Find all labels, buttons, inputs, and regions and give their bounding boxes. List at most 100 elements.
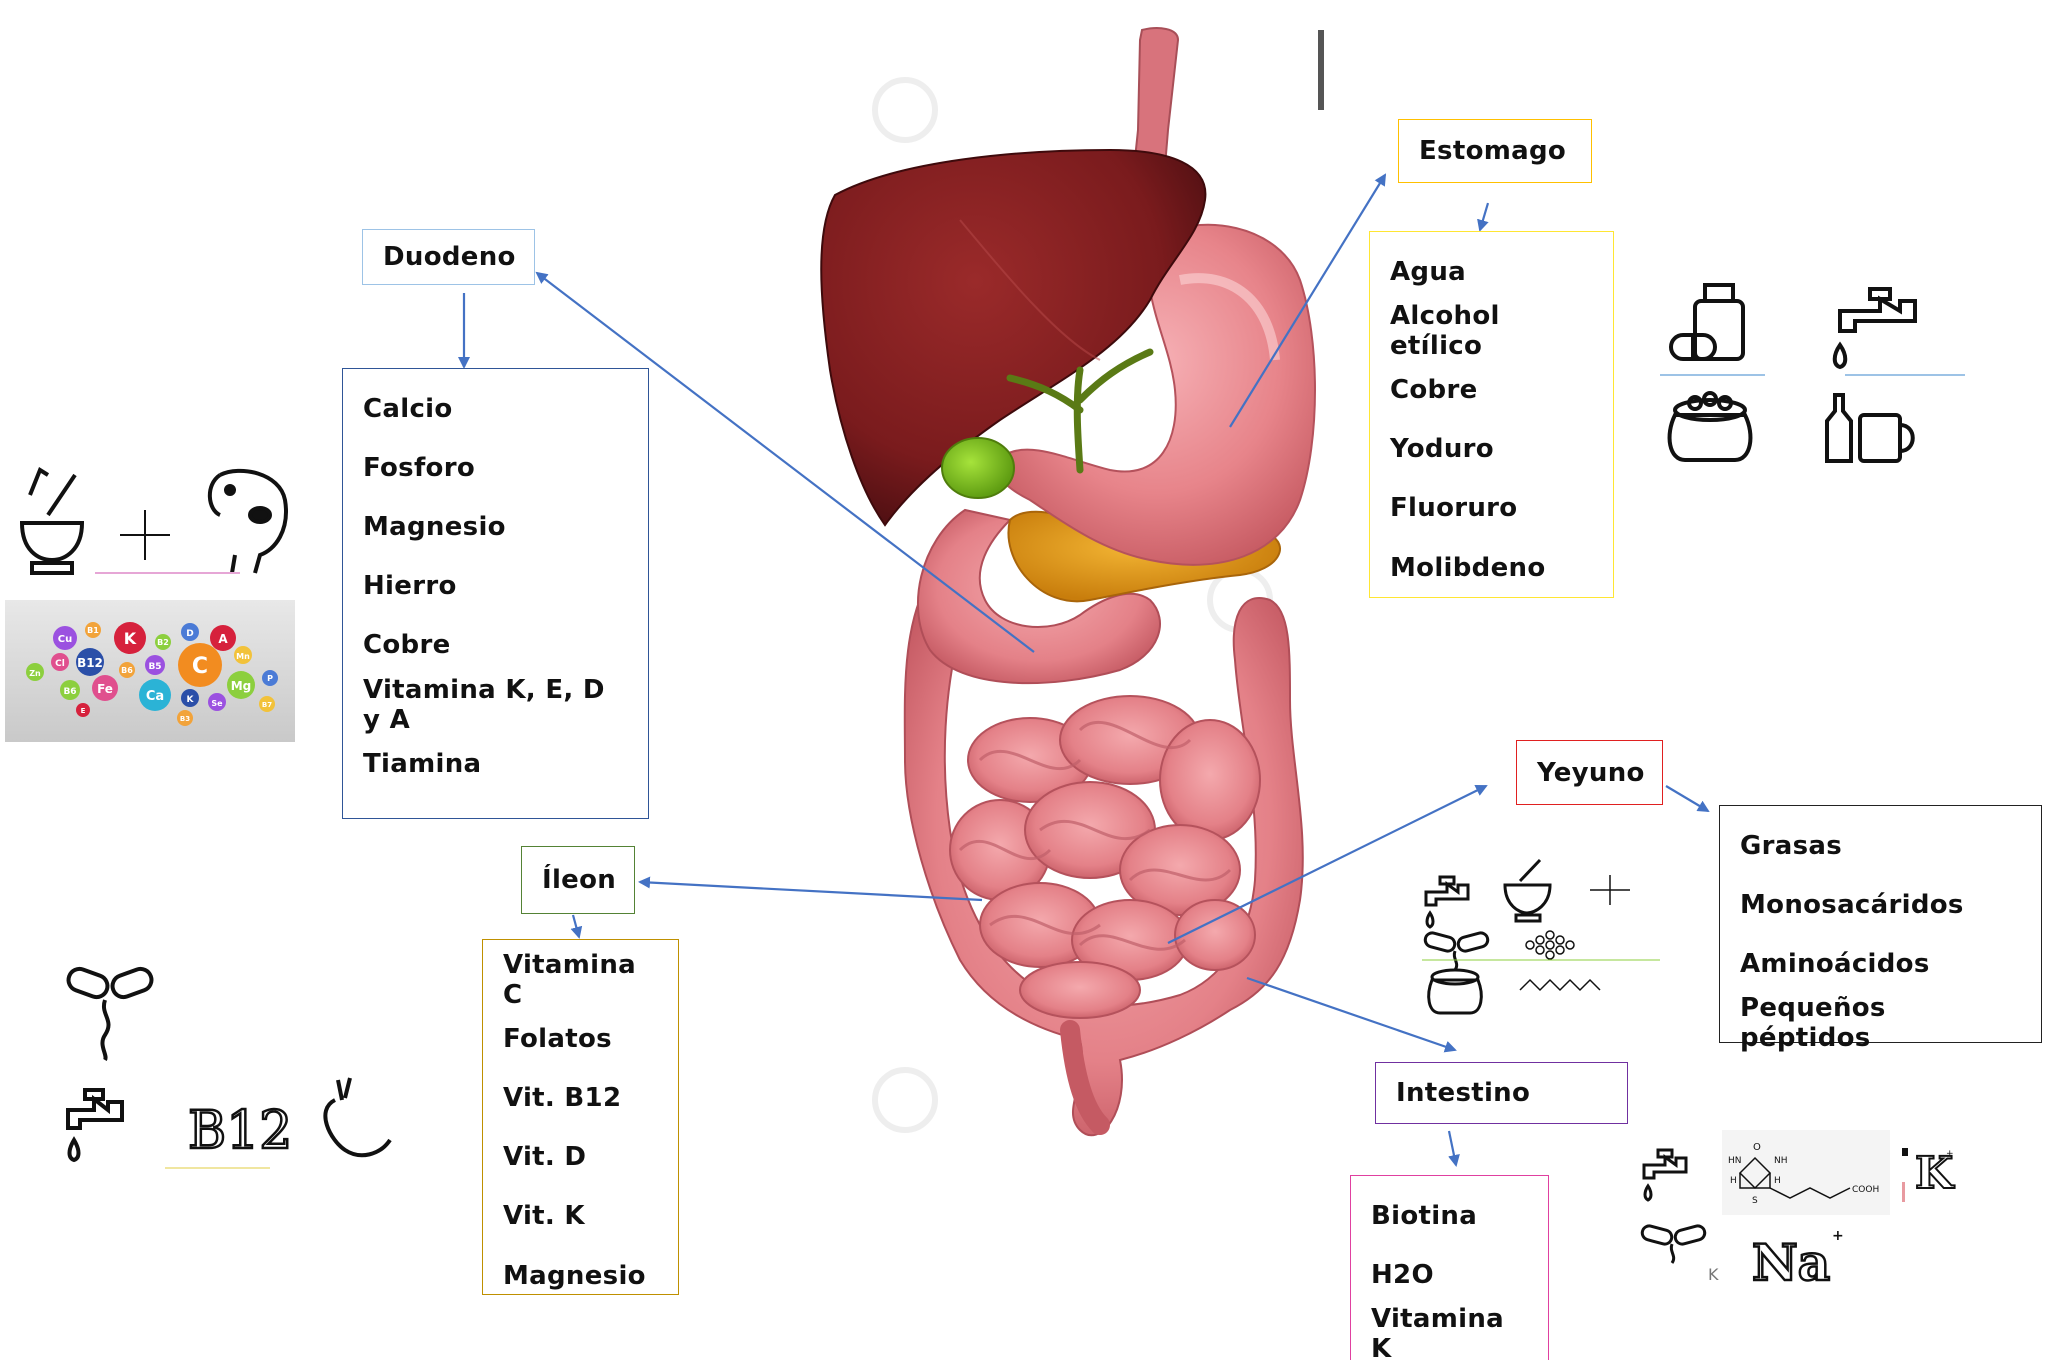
- yeyuno-item: Pequeños péptidos: [1740, 994, 2021, 1053]
- svg-text:Zn: Zn: [29, 669, 41, 678]
- faucet-icon: [1426, 877, 1468, 927]
- fatty-acid-chain-icon: [1520, 980, 1600, 990]
- intestino-label: Intestino: [1375, 1062, 1628, 1124]
- yeyuno-item: Monosacáridos: [1740, 875, 2021, 934]
- mortar-icon: [22, 470, 82, 573]
- biotin-h1-label: H: [1730, 1176, 1737, 1186]
- svg-text:Fe: Fe: [97, 682, 113, 696]
- molecule-icon: [120, 510, 170, 560]
- ileon-item: Vitamina C: [503, 950, 658, 1009]
- ileon-icons: B12: [60, 960, 420, 1175]
- sack-icon: [1429, 970, 1482, 1013]
- svg-text:Ca: Ca: [146, 689, 164, 704]
- biotin-nh-label: NH: [1774, 1156, 1788, 1166]
- duodeno-item: Fosforo: [363, 438, 628, 497]
- biotin-s-label: S: [1752, 1196, 1758, 1206]
- duodeno-item: Vitamina K, E, D y A: [363, 675, 628, 734]
- estomago-item: Molibdeno: [1390, 538, 1593, 597]
- svg-text:B6: B6: [121, 666, 133, 675]
- yeyuno-label: Yeyuno: [1516, 740, 1663, 805]
- mortar-icon: [1505, 860, 1550, 921]
- svg-text:B7: B7: [262, 701, 272, 709]
- estomago-item: Fluoruro: [1390, 479, 1593, 538]
- svg-text:B1: B1: [87, 626, 99, 635]
- arrow-ileon-list: [573, 915, 579, 937]
- svg-text:Cl: Cl: [55, 659, 65, 669]
- ileon-item: Magnesio: [503, 1246, 658, 1305]
- vitamins-panel: Cu B1 K B2 D A Cl B12 B5 C Mn Zn Fe B6 M…: [5, 600, 295, 742]
- faucet-icon: [1835, 289, 1915, 367]
- ileon-list: Vitamina C Folatos Vit. B12 Vit. D Vit. …: [482, 939, 679, 1295]
- open-capsule-icon: [1424, 931, 1490, 970]
- open-capsule-icon: [65, 966, 154, 1060]
- svg-text:C: C: [192, 654, 208, 679]
- svg-text:A: A: [218, 632, 228, 646]
- duodeno-list: Calcio Fosforo Magnesio Hierro Cobre Vit…: [342, 368, 649, 819]
- b12-icon: B12: [188, 1101, 292, 1161]
- duodeno-item: Calcio: [363, 379, 628, 438]
- svg-text:B6: B6: [63, 687, 76, 697]
- arrow-estomago-list: [1480, 203, 1488, 230]
- potassium-small-label: K: [1708, 1265, 1719, 1284]
- biotin-cooh-label: COOH: [1852, 1185, 1879, 1195]
- biotin-structure-icon: [1722, 1130, 1890, 1215]
- arrow-yeyuno-list: [1666, 786, 1708, 811]
- sodium-icon: Na +: [1752, 1228, 1844, 1288]
- duodeno-item: Magnesio: [363, 497, 628, 556]
- svg-text:D: D: [186, 629, 193, 639]
- biotin-hn-label: HN: [1728, 1156, 1742, 1166]
- ileon-item: Folatos: [503, 1009, 658, 1068]
- bottle-mug-icon: [1827, 395, 1913, 461]
- pill-bottle-icon: [1671, 285, 1743, 359]
- svg-text:Mg: Mg: [231, 679, 252, 693]
- svg-text:B5: B5: [148, 662, 161, 672]
- svg-text:P: P: [267, 674, 273, 683]
- svg-text:Mn: Mn: [236, 652, 250, 661]
- estomago-label: Estomago: [1398, 119, 1592, 183]
- estomago-list: Agua Alcohol etílico Cobre Yoduro Fluoru…: [1369, 231, 1614, 598]
- estomago-item: Yoduro: [1390, 420, 1593, 479]
- estomago-item: Alcohol etílico: [1390, 301, 1593, 360]
- svg-text:K: K: [124, 629, 137, 648]
- svg-text:B2: B2: [157, 638, 169, 647]
- ring-molecule-icon: [1526, 931, 1574, 959]
- ileon-label: Íleon: [521, 846, 635, 914]
- estomago-icons: [1655, 275, 1975, 465]
- yeyuno-list: Grasas Monosacáridos Aminoácidos Pequeño…: [1719, 805, 2042, 1043]
- biotin-h2-label: H: [1774, 1176, 1781, 1186]
- cow-icon: [210, 471, 286, 573]
- svg-text:Cu: Cu: [58, 634, 72, 645]
- yeyuno-icons: [1420, 855, 1670, 1015]
- svg-text:B12: B12: [77, 656, 103, 670]
- image-edge: [1318, 30, 1324, 110]
- yeyuno-item: Aminoácidos: [1740, 934, 2021, 993]
- faucet-icon: [1644, 1150, 1686, 1200]
- ileon-item: Vit. D: [503, 1128, 658, 1187]
- sack-icon: [1670, 393, 1751, 460]
- svg-text:B3: B3: [180, 715, 190, 723]
- duodeno-item: Tiamina: [363, 734, 628, 793]
- gallbladder: [942, 438, 1014, 498]
- estomago-item: Cobre: [1390, 360, 1593, 419]
- intestino-item: Biotina: [1371, 1186, 1528, 1245]
- intestino-item: H2O: [1371, 1245, 1528, 1304]
- svg-text:E: E: [81, 707, 86, 715]
- svg-text:Se: Se: [211, 699, 223, 708]
- duodeno-item: Cobre: [363, 616, 628, 675]
- svg-text:Na: Na: [1752, 1233, 1830, 1288]
- ileon-item: Vit. K: [503, 1187, 658, 1246]
- ileon-item: Vit. B12: [503, 1068, 658, 1127]
- svg-text:+: +: [1946, 1149, 1954, 1159]
- worm-icon: [325, 1078, 390, 1155]
- intestino-list: Biotina H2O Vitamina K: [1350, 1175, 1549, 1360]
- molecule-icon: [1590, 875, 1630, 905]
- biotin-o-label: O: [1753, 1142, 1761, 1153]
- duodeno-item: Hierro: [363, 557, 628, 616]
- vitamin-bubbles: Cu B1 K B2 D A Cl B12 B5 C Mn Zn Fe B6 M…: [5, 600, 295, 742]
- svg-text:K: K: [187, 695, 195, 705]
- duodeno-label: Duodeno: [362, 229, 535, 285]
- estomago-item: Agua: [1390, 242, 1593, 301]
- faucet-icon: [68, 1090, 122, 1160]
- open-capsule-icon: [1641, 1224, 1707, 1263]
- arrow-intestino-list: [1449, 1131, 1456, 1165]
